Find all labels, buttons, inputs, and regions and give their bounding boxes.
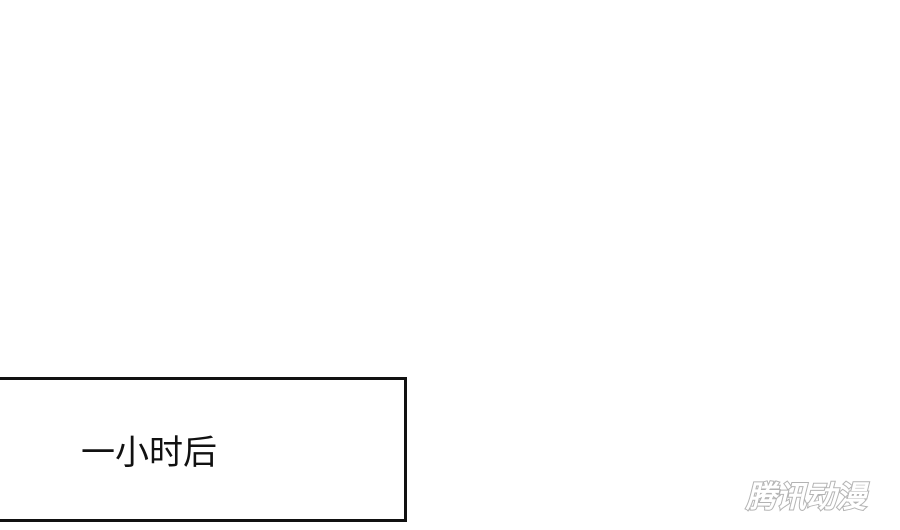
caption-text: 一小时后 <box>81 433 217 473</box>
tencent-comic-watermark-logo: 腾讯动漫 <box>744 475 884 515</box>
caption-box: 一小时后 <box>0 377 407 522</box>
watermark-text: 腾讯动漫 <box>745 480 870 515</box>
